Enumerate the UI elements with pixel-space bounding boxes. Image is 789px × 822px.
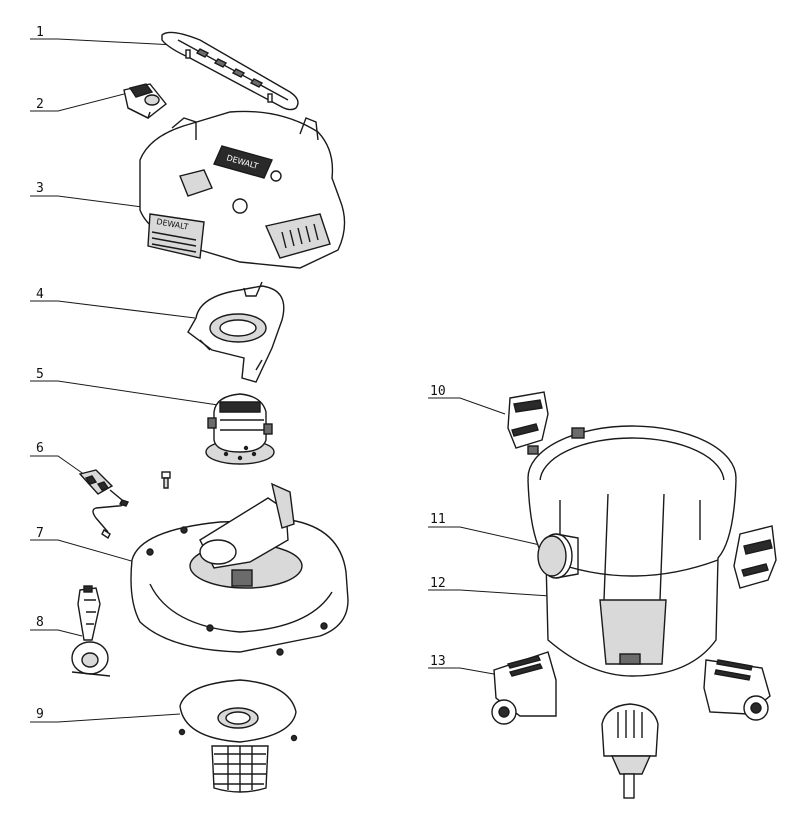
leader-line [428,667,506,677]
leader-line [30,713,181,723]
part-caster-right [703,659,771,721]
svg-text:11: 11 [430,512,446,527]
svg-text:13: 13 [430,654,446,669]
svg-text:5: 5 [36,367,44,382]
part-hose-port [537,533,579,579]
svg-text:7: 7 [36,526,44,541]
svg-text:4: 4 [36,287,44,302]
leader-line [30,455,86,476]
leader-line [30,195,151,209]
callout-4: 4 [30,287,196,319]
callout-2: 2 [30,91,133,112]
part-caster-front [601,703,659,799]
callout-8: 8 [30,615,83,637]
svg-text:1: 1 [36,25,44,40]
callout-12: 12 [428,576,551,597]
callout-11: 11 [428,512,541,546]
leader-line [30,380,219,406]
part-latch-right [733,525,777,589]
svg-text:10: 10 [430,384,446,399]
svg-text:12: 12 [430,576,446,591]
callout-9: 9 [30,707,181,723]
part-caster-left [491,651,557,725]
leader-line [30,38,176,46]
part-switch [123,83,167,119]
part-filter-cage [178,679,298,793]
callout-13: 13 [428,654,506,677]
part-screw [161,471,171,489]
leader-line [428,397,506,415]
part-cord-clip [78,469,129,540]
leader-line [30,539,136,563]
svg-text:8: 8 [36,615,44,630]
part-base-plate [130,482,349,656]
part-motor-bracket [187,281,285,383]
callout-6: 6 [30,441,86,476]
part-latch [507,391,549,455]
leader-line [30,629,83,637]
part-motor [205,393,275,465]
callout-3: 3 [30,181,151,209]
callout-5: 5 [30,367,219,406]
leader-line [428,526,541,546]
part-motor-cover: DEWALT DEWALT [139,110,346,269]
callout-1: 1 [30,25,176,46]
callout-7: 7 [30,526,136,563]
part-handle [161,31,299,111]
svg-text:3: 3 [36,181,44,196]
svg-text:6: 6 [36,441,44,456]
part-float-cage [71,585,111,677]
svg-text:2: 2 [36,97,44,112]
svg-text:9: 9 [36,707,44,722]
leader-line [30,91,133,112]
leader-line [428,589,551,597]
leader-line [30,300,196,319]
callout-10: 10 [428,384,506,415]
part-tank [527,425,737,677]
